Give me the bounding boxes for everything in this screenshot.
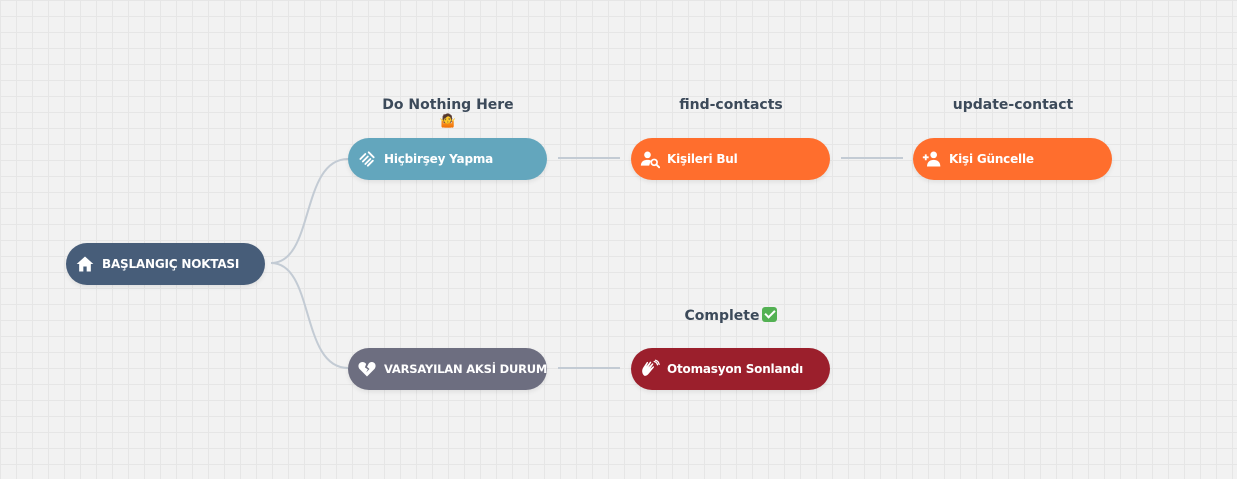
user-plus-icon (921, 148, 943, 170)
end-node[interactable]: Otomasyon Sonlandı (631, 348, 830, 390)
noop-node[interactable]: Hiçbirşey Yapma (348, 138, 547, 180)
noop-node-label: Hiçbirşey Yapma (384, 152, 494, 166)
find-caption: find-contacts (679, 97, 783, 113)
wave-hands-icon (639, 358, 661, 380)
broken-heart-icon (356, 358, 378, 380)
start-node[interactable]: BAŞLANGIÇ NOKTASI (66, 243, 265, 285)
handshake-icon (356, 148, 378, 170)
update-contact-node[interactable]: Kişi Güncelle (913, 138, 1112, 180)
update-caption: update-contact (952, 97, 1074, 113)
start-node-label: BAŞLANGIÇ NOKTASI (102, 257, 240, 271)
connector-start-default (270, 262, 349, 369)
check-mark-icon (762, 307, 778, 322)
end-node-label: Otomasyon Sonlandı (667, 362, 803, 376)
shrug-emoji: 🤷 (439, 114, 457, 129)
end-caption-text: Complete (684, 308, 760, 324)
default-node-label: VARSAYILAN AKSİ DURUM (384, 362, 548, 376)
default-node[interactable]: VARSAYILAN AKSİ DURUM (348, 348, 547, 390)
user-search-icon (639, 148, 661, 170)
end-caption: Complete (631, 307, 831, 324)
find-contacts-label: Kişileri Bul (667, 152, 738, 166)
home-icon (74, 253, 96, 275)
find-contacts-node[interactable]: Kişileri Bul (631, 138, 830, 180)
connector-start-noop (270, 158, 349, 264)
update-contact-label: Kişi Güncelle (949, 152, 1034, 166)
noop-caption: Do Nothing Here (382, 97, 514, 113)
